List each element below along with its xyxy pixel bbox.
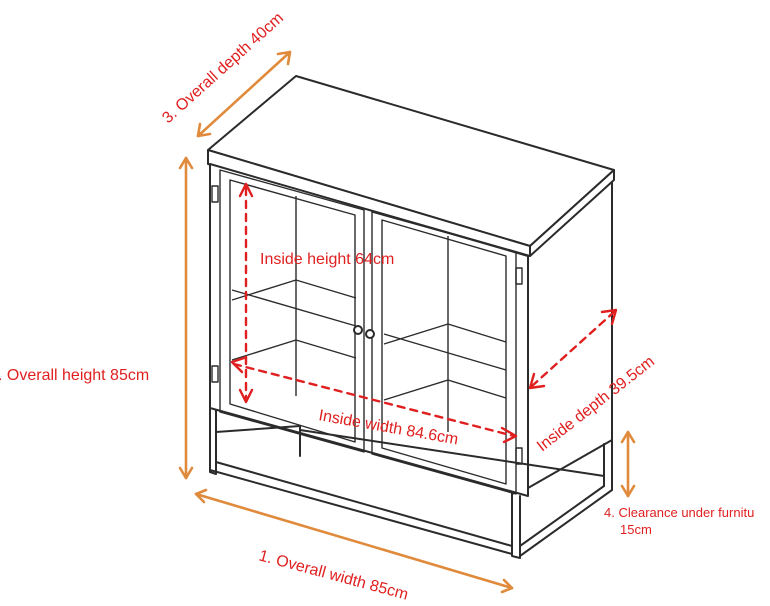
left-door-frame (219, 169, 365, 453)
hinge-left-top (211, 185, 219, 203)
base-frame-back-left (215, 425, 301, 457)
right-door-frame (371, 211, 517, 495)
inside-depth-arrow (528, 308, 618, 390)
base-frame-front-rail-inner (215, 461, 513, 547)
left-door-knob (353, 325, 363, 335)
clearance-label-line1: 4. Clearance under furnitu (604, 505, 754, 520)
base-frame-back-rail (299, 429, 605, 477)
clearance-label-line2: 15cm (620, 522, 652, 537)
hinge-left-bottom (211, 365, 219, 383)
base-frame-side-rail (519, 437, 613, 557)
overall-width-label: 1. Overall width 85cm (257, 547, 410, 603)
hinge-right-top (515, 267, 523, 285)
clearance-arrow (620, 430, 636, 498)
upper-shelf-left (231, 289, 357, 327)
base-frame-front-rail (209, 469, 513, 555)
cabinet-top-side-edge (529, 169, 615, 257)
base-frame-front-left-leg (209, 407, 217, 475)
base-frame-side-rail-inner (519, 485, 605, 547)
inside-height-arrow (238, 182, 254, 404)
inside-height-label: Inside height 64cm (260, 251, 394, 268)
base-frame-front-right-leg (511, 493, 521, 559)
overall-height-label: . Overall height 85cm (0, 367, 149, 384)
left-door-glass (229, 179, 356, 443)
right-door-glass (381, 219, 507, 485)
right-door-knob (365, 329, 375, 339)
overall-width-arrow (194, 488, 514, 594)
inside-width-arrow (230, 356, 518, 444)
upper-shelf-right (383, 333, 507, 371)
cabinet-outline (207, 75, 615, 559)
overall-depth-arrow (196, 50, 292, 138)
overall-height-arrow (178, 156, 194, 480)
